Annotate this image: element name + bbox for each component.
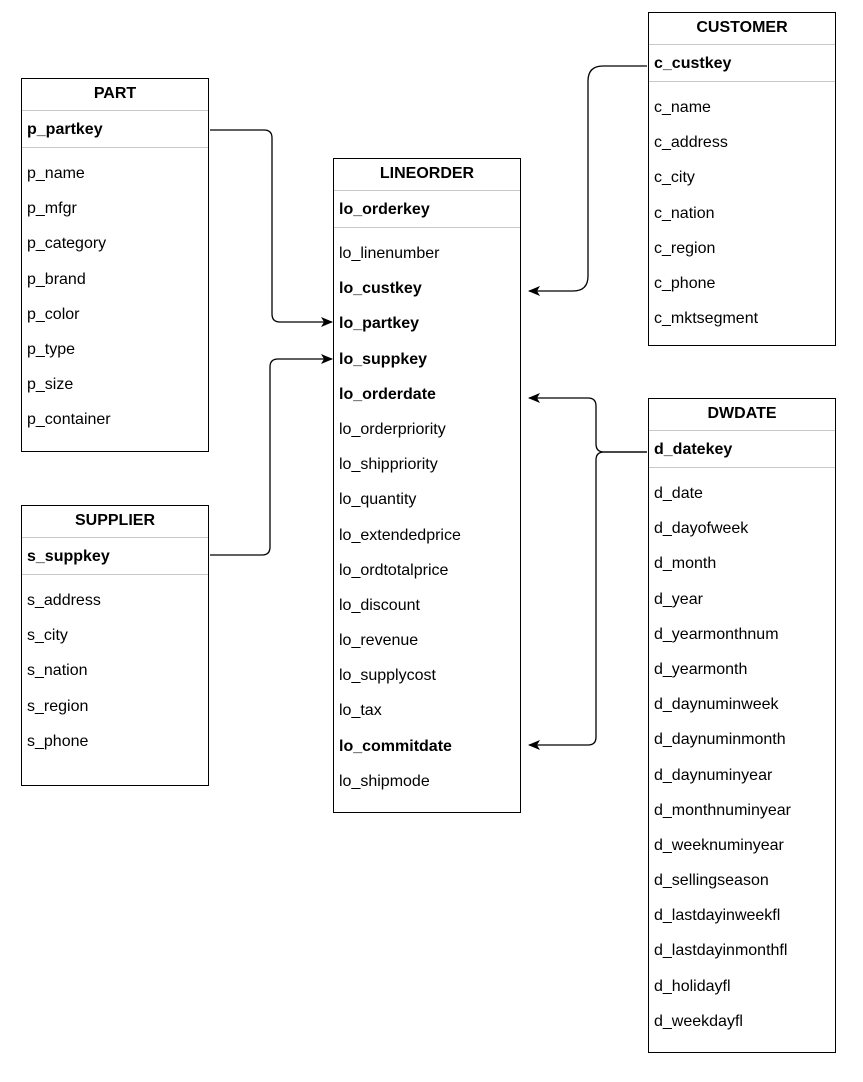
lineorder-field-lo-custkey[interactable]: lo_custkey [339,280,422,298]
customer-field-c-region[interactable]: c_region [654,239,716,257]
dwdate-field-d-lastdayinweekfl[interactable]: d_lastdayinweekfl [654,907,781,925]
dwdate-field-d-month[interactable]: d_month [654,555,717,573]
dwdate-field-d-yearmonth[interactable]: d_yearmonth [654,660,748,678]
part-table-title: PART [22,79,208,111]
customer-field-list: c_name c_address c_city c_nation c_region c_p… [649,82,835,336]
lineorder-field-list: lo_linenumber lo_custkey lo_partkey lo_supp… [334,228,520,799]
lineorder-field-lo-discount[interactable]: lo_discount [339,596,420,614]
connector-part-to-lineorder [210,129,333,327]
supplier-field-s-address[interactable]: s_address [27,592,101,609]
part-field-p-name[interactable]: p_name [27,165,85,182]
lineorder-field-lo-commitdate[interactable]: lo_commitdate [339,737,452,755]
dwdate-field-d-holidayfl[interactable]: d_holidayfl [654,977,731,995]
lineorder-field-lo-quantity[interactable]: lo_quantity [339,491,417,509]
dwdate-field-d-sellingseason[interactable]: d_sellingseason [654,872,769,890]
part-field-list: p_name p_mfgr p_category p_brand p_color p_ty… [22,148,208,438]
dwdate-field-d-daynuminweek[interactable]: d_daynuminweek [654,696,779,714]
customer-field-c-mktsegment[interactable]: c_mktsegment [654,310,759,328]
dwdate-field-d-weekdayfl[interactable]: d_weekdayfl [654,1012,743,1030]
part-field-p-brand[interactable]: p_brand [27,270,86,288]
dwdate-field-d-yearmonthnum[interactable]: d_yearmonthnum [654,625,779,643]
lineorder-field-lo-linenumber[interactable]: lo_linenumber [339,245,440,262]
customer-field-c-nation[interactable]: c_nation [654,204,715,222]
part-table[interactable]: PART p_partkey p_name p_mfgr p_category p_b… [21,78,209,452]
part-field-p-mfgr[interactable]: p_mfgr [27,200,77,218]
lineorder-table-title: LINEORDER [334,159,520,191]
lineorder-field-lo-suppkey[interactable]: lo_suppkey [339,350,428,368]
dwdate-table[interactable]: DWDATE d_datekey d_date d_dayofweek d_mont… [648,398,836,1053]
customer-table[interactable]: CUSTOMER c_custkey c_name c_address c_city… [648,12,836,346]
part-field-p-container[interactable]: p_container [27,411,111,429]
lineorder-field-lo-supplycost[interactable]: lo_supplycost [339,667,436,685]
lineorder-field-lo-orderdate[interactable]: lo_orderdate [339,385,436,403]
customer-table-title: CUSTOMER [649,13,835,45]
lineorder-primary-key[interactable]: lo_orderkey [334,191,520,228]
lineorder-field-lo-shippriority[interactable]: lo_shippriority [339,456,438,474]
lineorder-field-lo-partkey[interactable]: lo_partkey [339,315,420,333]
supplier-field-s-region[interactable]: s_region [27,697,89,715]
lineorder-field-lo-ordtotalprice[interactable]: lo_ordtotalprice [339,561,449,579]
dwdate-field-d-lastdayinmonthfl[interactable]: d_lastdayinmonthfl [654,942,788,960]
supplier-primary-key[interactable]: s_suppkey [22,538,208,575]
customer-field-c-city[interactable]: c_city [654,169,695,187]
dwdate-field-d-daynuminmonth[interactable]: d_daynuminmonth [654,731,786,749]
connector-supplier-to-lineorder [210,354,333,556]
supplier-field-s-nation[interactable]: s_nation [27,662,88,680]
customer-primary-key[interactable]: c_custkey [649,45,835,82]
lineorder-field-lo-revenue[interactable]: lo_revenue [339,632,419,650]
customer-field-c-phone[interactable]: c_phone [654,274,716,292]
dwdate-field-d-year[interactable]: d_year [654,590,703,608]
supplier-field-s-city[interactable]: s_city [27,627,68,645]
dwdate-primary-key[interactable]: d_datekey [649,431,835,468]
part-field-p-category[interactable]: p_category [27,235,107,253]
dwdate-field-d-daynuminyear[interactable]: d_daynuminyear [654,766,773,784]
lineorder-field-lo-tax[interactable]: lo_tax [339,702,382,720]
part-field-p-color[interactable]: p_color [27,305,80,323]
part-primary-key[interactable]: p_partkey [22,111,208,148]
part-field-p-size[interactable]: p_size [27,376,74,394]
part-field-p-type[interactable]: p_type [27,340,76,358]
connector-customer-to-lineorder [528,65,647,296]
lineorder-field-lo-orderpriority[interactable]: lo_orderpriority [339,420,446,438]
dwdate-field-list: d_date d_dayofweek d_month d_year d_yearmont… [649,468,835,1039]
supplier-field-s-phone[interactable]: s_phone [27,732,89,750]
dwdate-field-d-dayofweek[interactable]: d_dayofweek [654,520,749,538]
supplier-field-list: s_address s_city s_nation s_region s_phone [22,575,208,759]
customer-field-c-name[interactable]: c_name [654,99,711,116]
dwdate-field-d-weeknuminyear[interactable]: d_weeknuminyear [654,836,784,854]
dwdate-field-d-date[interactable]: d_date [654,485,703,502]
lineorder-table[interactable]: LINEORDER lo_orderkey lo_linenumber lo_cu… [333,158,521,813]
dwdate-table-title: DWDATE [649,399,835,431]
connector-dwdate-to-lineorder-commitdate [528,451,647,750]
lineorder-field-lo-extendedprice[interactable]: lo_extendedprice [339,526,461,544]
supplier-table-title: SUPPLIER [22,506,208,538]
supplier-table[interactable]: SUPPLIER s_suppkey s_address s_city s_nati… [21,505,209,786]
customer-field-c-address[interactable]: c_address [654,134,728,152]
connector-dwdate-to-lineorder-orderdate [528,393,647,453]
dwdate-field-d-monthnuminyear[interactable]: d_monthnuminyear [654,801,791,819]
lineorder-field-lo-shipmode[interactable]: lo_shipmode [339,772,430,790]
